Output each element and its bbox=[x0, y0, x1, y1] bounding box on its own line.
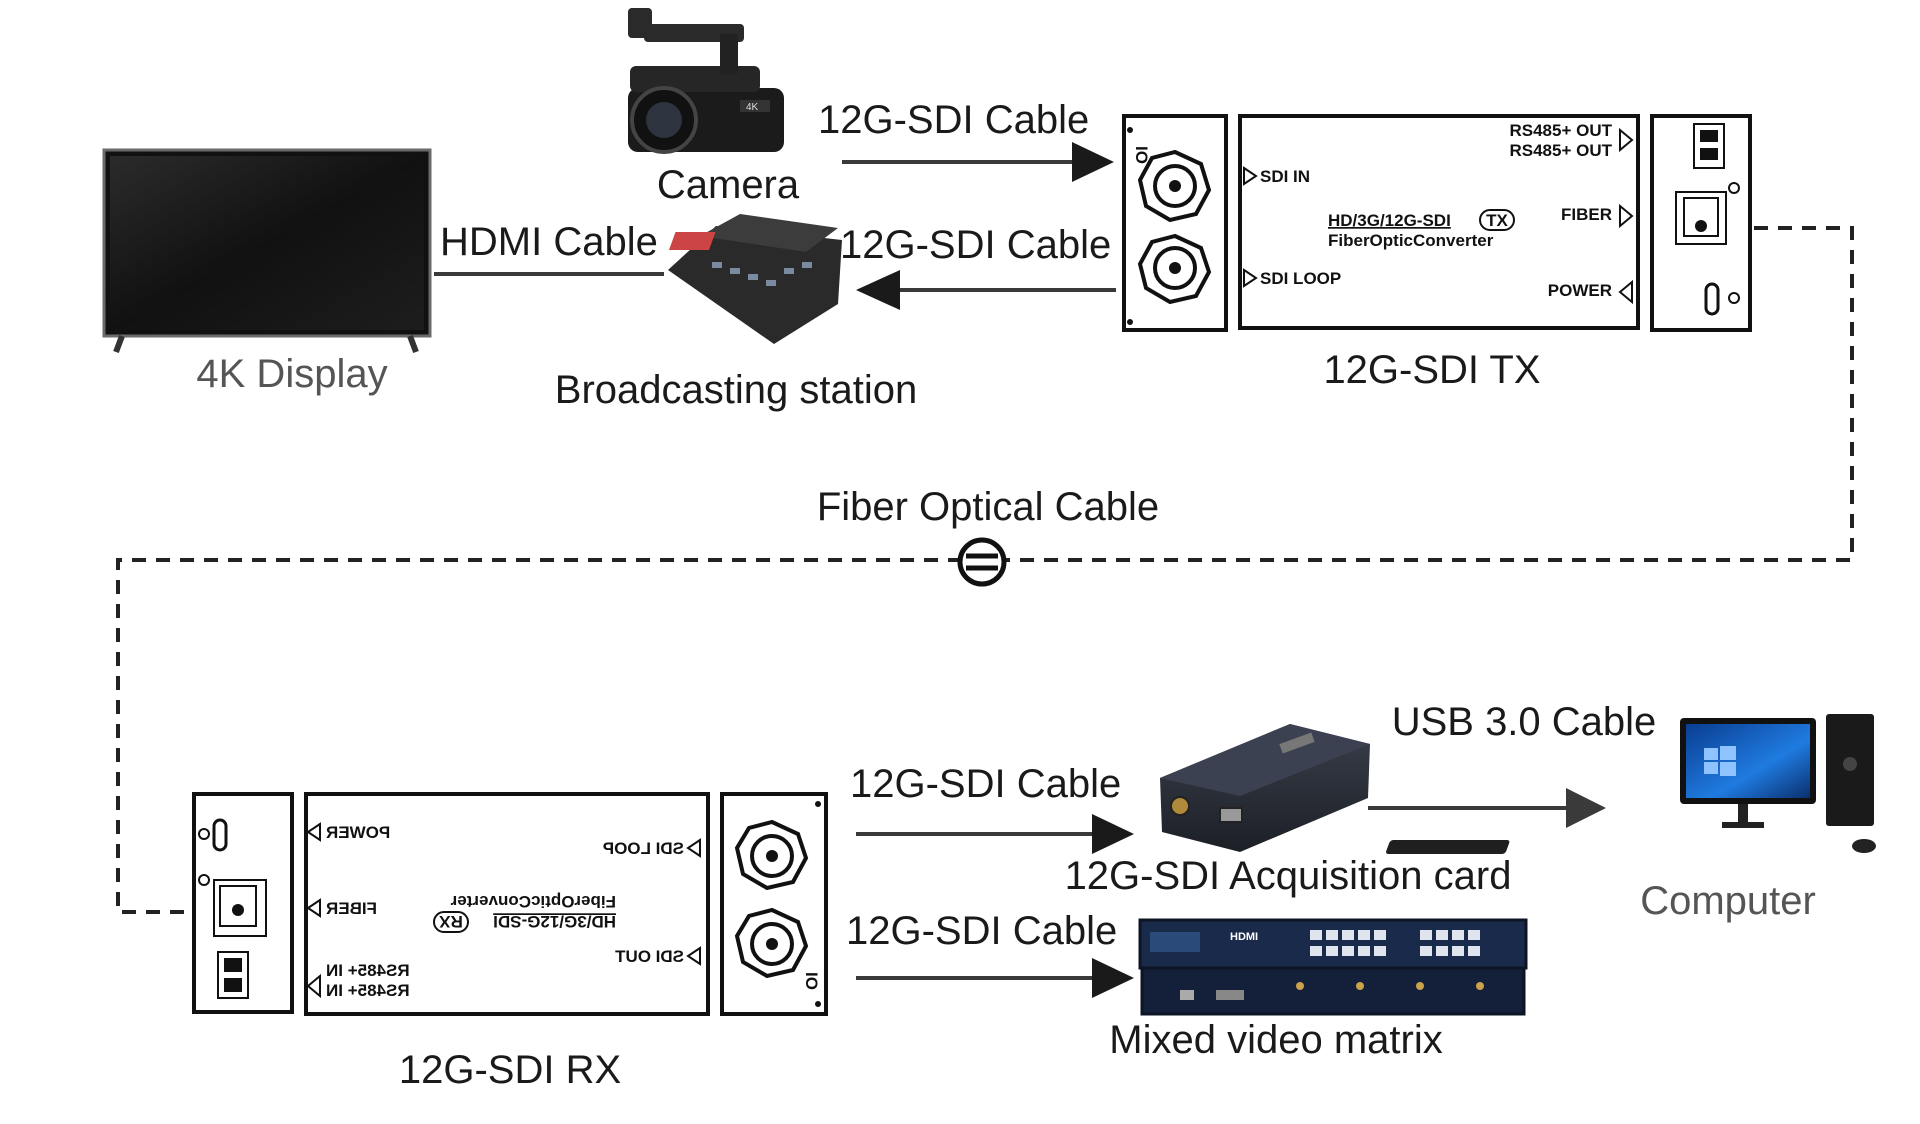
fiber-cable-label: Fiber Optical Cable bbox=[817, 485, 1159, 529]
rx-sdi-loop-label: SDI LOOP bbox=[603, 839, 684, 858]
display-label: 4K Display bbox=[196, 352, 387, 396]
rx-connector-panel: IO bbox=[720, 792, 828, 1016]
computer-label: Computer bbox=[1640, 879, 1816, 923]
tx-connector-panel: IO bbox=[1122, 114, 1228, 332]
tx-sdi-in-label: SDI IN bbox=[1260, 167, 1310, 186]
rx-rs485-label-1: RS485+ IN bbox=[326, 961, 410, 980]
broadcast-label: Broadcasting station bbox=[555, 368, 917, 412]
rx-to-matrix-label: 12G-SDI Cable bbox=[846, 909, 1117, 953]
rx-main-panel: POWER FIBER RS485+ IN RS485+ IN SDI LOOP… bbox=[304, 792, 710, 1016]
rx-to-card-label: 12G-SDI Cable bbox=[850, 762, 1121, 806]
tx-power-label: POWER bbox=[1548, 281, 1612, 300]
tx-sdi-loop-label: SDI LOOP bbox=[1260, 269, 1341, 288]
tx-title: 12G-SDI TX bbox=[1323, 348, 1540, 392]
tx-to-broadcast-arrow bbox=[856, 270, 900, 310]
rx-power-label: POWER bbox=[326, 823, 390, 842]
video-matrix-label: Mixed video matrix bbox=[1109, 1018, 1442, 1062]
rx-converter-name: FiberOpticConverter bbox=[450, 892, 616, 911]
camera-to-tx-label: 12G-SDI Cable bbox=[818, 98, 1089, 142]
tx-side-panel bbox=[1650, 114, 1752, 332]
tx-converter-name: FiberOpticConverter bbox=[1328, 231, 1494, 250]
tx-bnc-connector-2 bbox=[1137, 233, 1212, 305]
rx-io-label: IO bbox=[802, 972, 821, 990]
tx-fiber-label: FIBER bbox=[1561, 205, 1612, 224]
fiber-coupler-icon bbox=[957, 537, 1007, 587]
computer-image bbox=[1386, 714, 1876, 854]
acquisition-card-label: 12G-SDI Acquisition card bbox=[1065, 854, 1512, 898]
video-matrix-image: HDMI bbox=[1138, 918, 1528, 1016]
tx-to-broadcast-label: 12G-SDI Cable bbox=[840, 223, 1111, 267]
tx-bnc-connector-1 bbox=[1137, 149, 1212, 223]
camera-image: 4K bbox=[628, 8, 784, 154]
rx-side-panel bbox=[192, 792, 294, 1014]
broadcast-station-image bbox=[668, 214, 842, 344]
rx-rs485-label-2: RS485+ IN bbox=[326, 981, 410, 1000]
rx-title: 12G-SDI RX bbox=[399, 1048, 621, 1092]
rx-bnc-connector-1 bbox=[734, 819, 809, 891]
tx-rs485-label-2: RS485+ OUT bbox=[1509, 141, 1612, 160]
hdmi-cable-label: HDMI Cable bbox=[440, 220, 658, 264]
rx-to-card-arrow bbox=[1092, 814, 1134, 854]
tx-model-label: HD/3G/12G-SDI bbox=[1328, 211, 1451, 230]
usb-cable-label: USB 3.0 Cable bbox=[1392, 700, 1657, 744]
matrix-brand-label: HDMI bbox=[1230, 931, 1258, 943]
tx-model-badge: TX bbox=[1486, 211, 1508, 230]
usb-cable-arrow bbox=[1566, 788, 1606, 828]
rx-fiber-label: FIBER bbox=[326, 899, 377, 918]
tv-display bbox=[102, 148, 432, 354]
rx-bnc-connector-2 bbox=[734, 907, 809, 979]
acquisition-card-image bbox=[1160, 724, 1370, 852]
camera-label: Camera bbox=[657, 163, 800, 207]
camera-to-tx-arrow bbox=[1072, 142, 1114, 182]
tx-io-label: IO bbox=[1132, 146, 1151, 164]
rx-sdi-out-label: SDI OUT bbox=[614, 947, 684, 966]
rx-to-matrix-arrow bbox=[1092, 958, 1134, 998]
camera-badge: 4K bbox=[746, 102, 759, 113]
tx-rs485-label-1: RS485+ OUT bbox=[1509, 121, 1612, 140]
rx-model-badge: RX bbox=[439, 912, 463, 931]
tx-main-panel: SDI IN SDI LOOP RS485+ OUT RS485+ OUT FI… bbox=[1238, 114, 1640, 330]
rx-model-label: HD/3G/12G-SDI bbox=[493, 912, 616, 931]
